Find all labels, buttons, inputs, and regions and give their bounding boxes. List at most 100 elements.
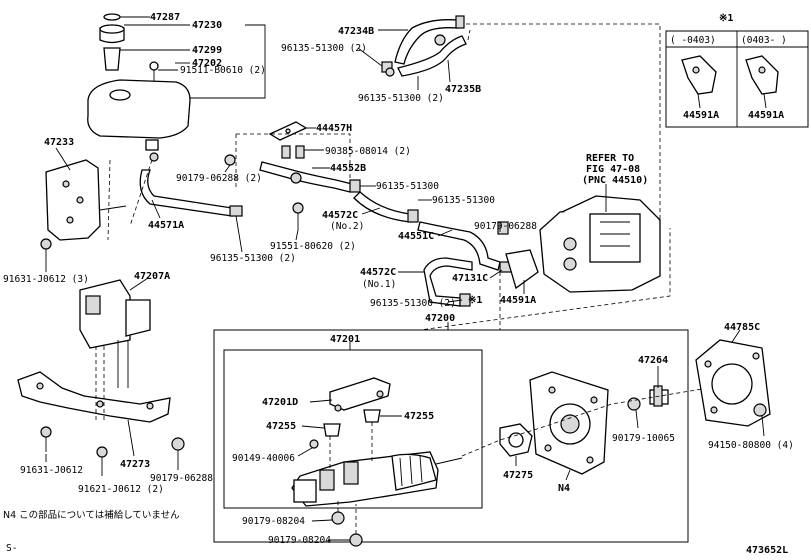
reservoir-cap-gasket xyxy=(103,13,121,21)
label-91631-a: 91631-J0612 (3) xyxy=(3,274,89,285)
corner-left-mark: S- xyxy=(6,543,17,554)
grommet-47255-a xyxy=(323,423,341,437)
label-47273: 47273 xyxy=(120,459,150,470)
label-90179-c: 90179-10065 xyxy=(612,433,675,444)
label-47200: 47200 xyxy=(425,313,455,324)
pipe-44551c xyxy=(417,221,509,271)
label-96135-c: 96135-51300 xyxy=(376,181,439,192)
label-47275: 47275 xyxy=(503,470,533,481)
label-90179-f: 90179-08204 xyxy=(268,535,331,546)
nut-90179-e xyxy=(331,511,345,525)
label-44572c-no1-sub: (No.1) xyxy=(362,279,396,290)
reservoir-bolt xyxy=(149,61,159,82)
nut-90179-d xyxy=(171,437,185,451)
label-47264: 47264 xyxy=(638,355,668,366)
label-47234b: 47234B xyxy=(338,26,374,37)
label-47230: 47230 xyxy=(192,20,222,31)
reservoir-strainer xyxy=(103,47,121,71)
hose-47235b xyxy=(381,35,467,77)
variant-inset: ※1 ( -0403) (0403- ) 44591A 44591A xyxy=(665,13,809,128)
bracket-bolt xyxy=(40,238,52,250)
label-90179-a: 90179-06288 (2) xyxy=(176,173,262,184)
label-96135-f: 96135-51300 (2) xyxy=(370,298,456,309)
label-91551: 91551-80620 (2) xyxy=(270,241,356,252)
diagram-id: 473652L xyxy=(746,545,788,556)
reservoir-cap xyxy=(99,24,125,44)
reservoir-mount-47201d xyxy=(329,377,391,412)
label-96135-e: 96135-51300 (2) xyxy=(210,253,296,264)
label-47255-a: 47255 xyxy=(266,421,296,432)
label-90385: 90385-08014 (2) xyxy=(325,146,411,157)
label-90179-d: 90179-06288 xyxy=(150,473,213,484)
hose-44572c-no2 xyxy=(353,191,419,223)
hose-47234b xyxy=(394,15,465,65)
label-refer-1: REFER TO xyxy=(586,153,634,164)
reservoir-bracket xyxy=(45,159,127,241)
label-refer-2: FIG 47-08 xyxy=(586,164,640,175)
label-n4: N4 xyxy=(558,483,570,494)
label-90179-b: 90179-06288 xyxy=(474,221,537,232)
label-44551c: 44551C xyxy=(398,231,434,242)
abs-actuator xyxy=(539,195,661,293)
label-90179-e: 90179-08204 xyxy=(242,516,305,527)
label-47287: 47287 xyxy=(150,12,180,23)
booster-mount-plate-n4 xyxy=(529,371,609,475)
group-box-47200 xyxy=(213,329,689,543)
gasket-47275 xyxy=(499,423,533,457)
union-47131c xyxy=(499,249,539,290)
label-47299: 47299 xyxy=(192,45,222,56)
label-44785c: 44785C xyxy=(724,322,760,333)
label-44571a: 44571A xyxy=(148,220,184,231)
label-96135-a: 96135-51300 (2) xyxy=(281,43,367,54)
inset-bracket-1 xyxy=(681,55,717,109)
label-47201d: 47201D xyxy=(262,397,298,408)
inset-col2-range: (0403- ) xyxy=(741,35,787,46)
label-44572c-no2: 44572C xyxy=(322,210,358,221)
label-star-inline: ※1 xyxy=(468,295,482,306)
footnote-n4: N4 この部品については補給していません xyxy=(3,509,180,521)
nut-90179-a xyxy=(224,154,236,166)
label-44572c-no2-sub: (No.2) xyxy=(330,221,364,232)
label-44457h: 44457H xyxy=(316,123,352,134)
gasket-44785c xyxy=(695,339,771,427)
label-44591a-main: 44591A xyxy=(500,295,536,306)
grommet-47255-b xyxy=(363,409,381,423)
nut-90179-f xyxy=(349,533,363,547)
label-47255-b: 47255 xyxy=(404,411,434,422)
label-90149: 90149-40006 xyxy=(232,453,295,464)
label-47233: 47233 xyxy=(44,137,74,148)
stroke-sensor-47207a xyxy=(79,279,151,388)
label-47207a: 47207A xyxy=(134,271,170,282)
brake-fluid-reservoir xyxy=(87,79,191,162)
label-91631-b: 91631-J0612 xyxy=(20,465,83,476)
pipe-44552b xyxy=(259,161,361,193)
nut-94150 xyxy=(753,403,767,417)
hose-44571a xyxy=(139,169,243,217)
label-96135-d: 96135-51300 xyxy=(432,195,495,206)
bolt-91621 xyxy=(96,446,108,476)
label-47202: 47202 xyxy=(192,58,222,69)
label-47201: 47201 xyxy=(330,334,360,345)
label-47235b: 47235B xyxy=(445,84,481,95)
master-cylinder-body xyxy=(291,451,463,507)
label-96135-b: 96135-51300 (2) xyxy=(358,93,444,104)
inset-col2-part: 44591A xyxy=(748,110,784,121)
label-91621: 91621-J0612 (2) xyxy=(78,484,164,495)
label-47131c: 47131C xyxy=(452,273,488,284)
bolt-91551 xyxy=(292,202,304,230)
inset-bracket-2 xyxy=(745,55,779,109)
pedal-bracket-47273 xyxy=(17,371,171,423)
label-44552b: 44552B xyxy=(330,163,366,174)
inset-col1-range: ( -0403) xyxy=(670,35,716,46)
label-91511: 91511-B0610 (2) xyxy=(180,65,266,76)
label-44572c-no1: 44572C xyxy=(360,267,396,278)
bolt-91631-b xyxy=(40,426,52,452)
group-box-47201 xyxy=(223,349,483,509)
label-refer-3: (PNC 44510) xyxy=(582,175,648,186)
label-94150: 94150-80800 (4) xyxy=(708,440,794,451)
pin-90149 xyxy=(309,439,319,449)
inset-marker: ※1 xyxy=(719,13,733,24)
inset-col1-part: 44591A xyxy=(683,110,719,121)
